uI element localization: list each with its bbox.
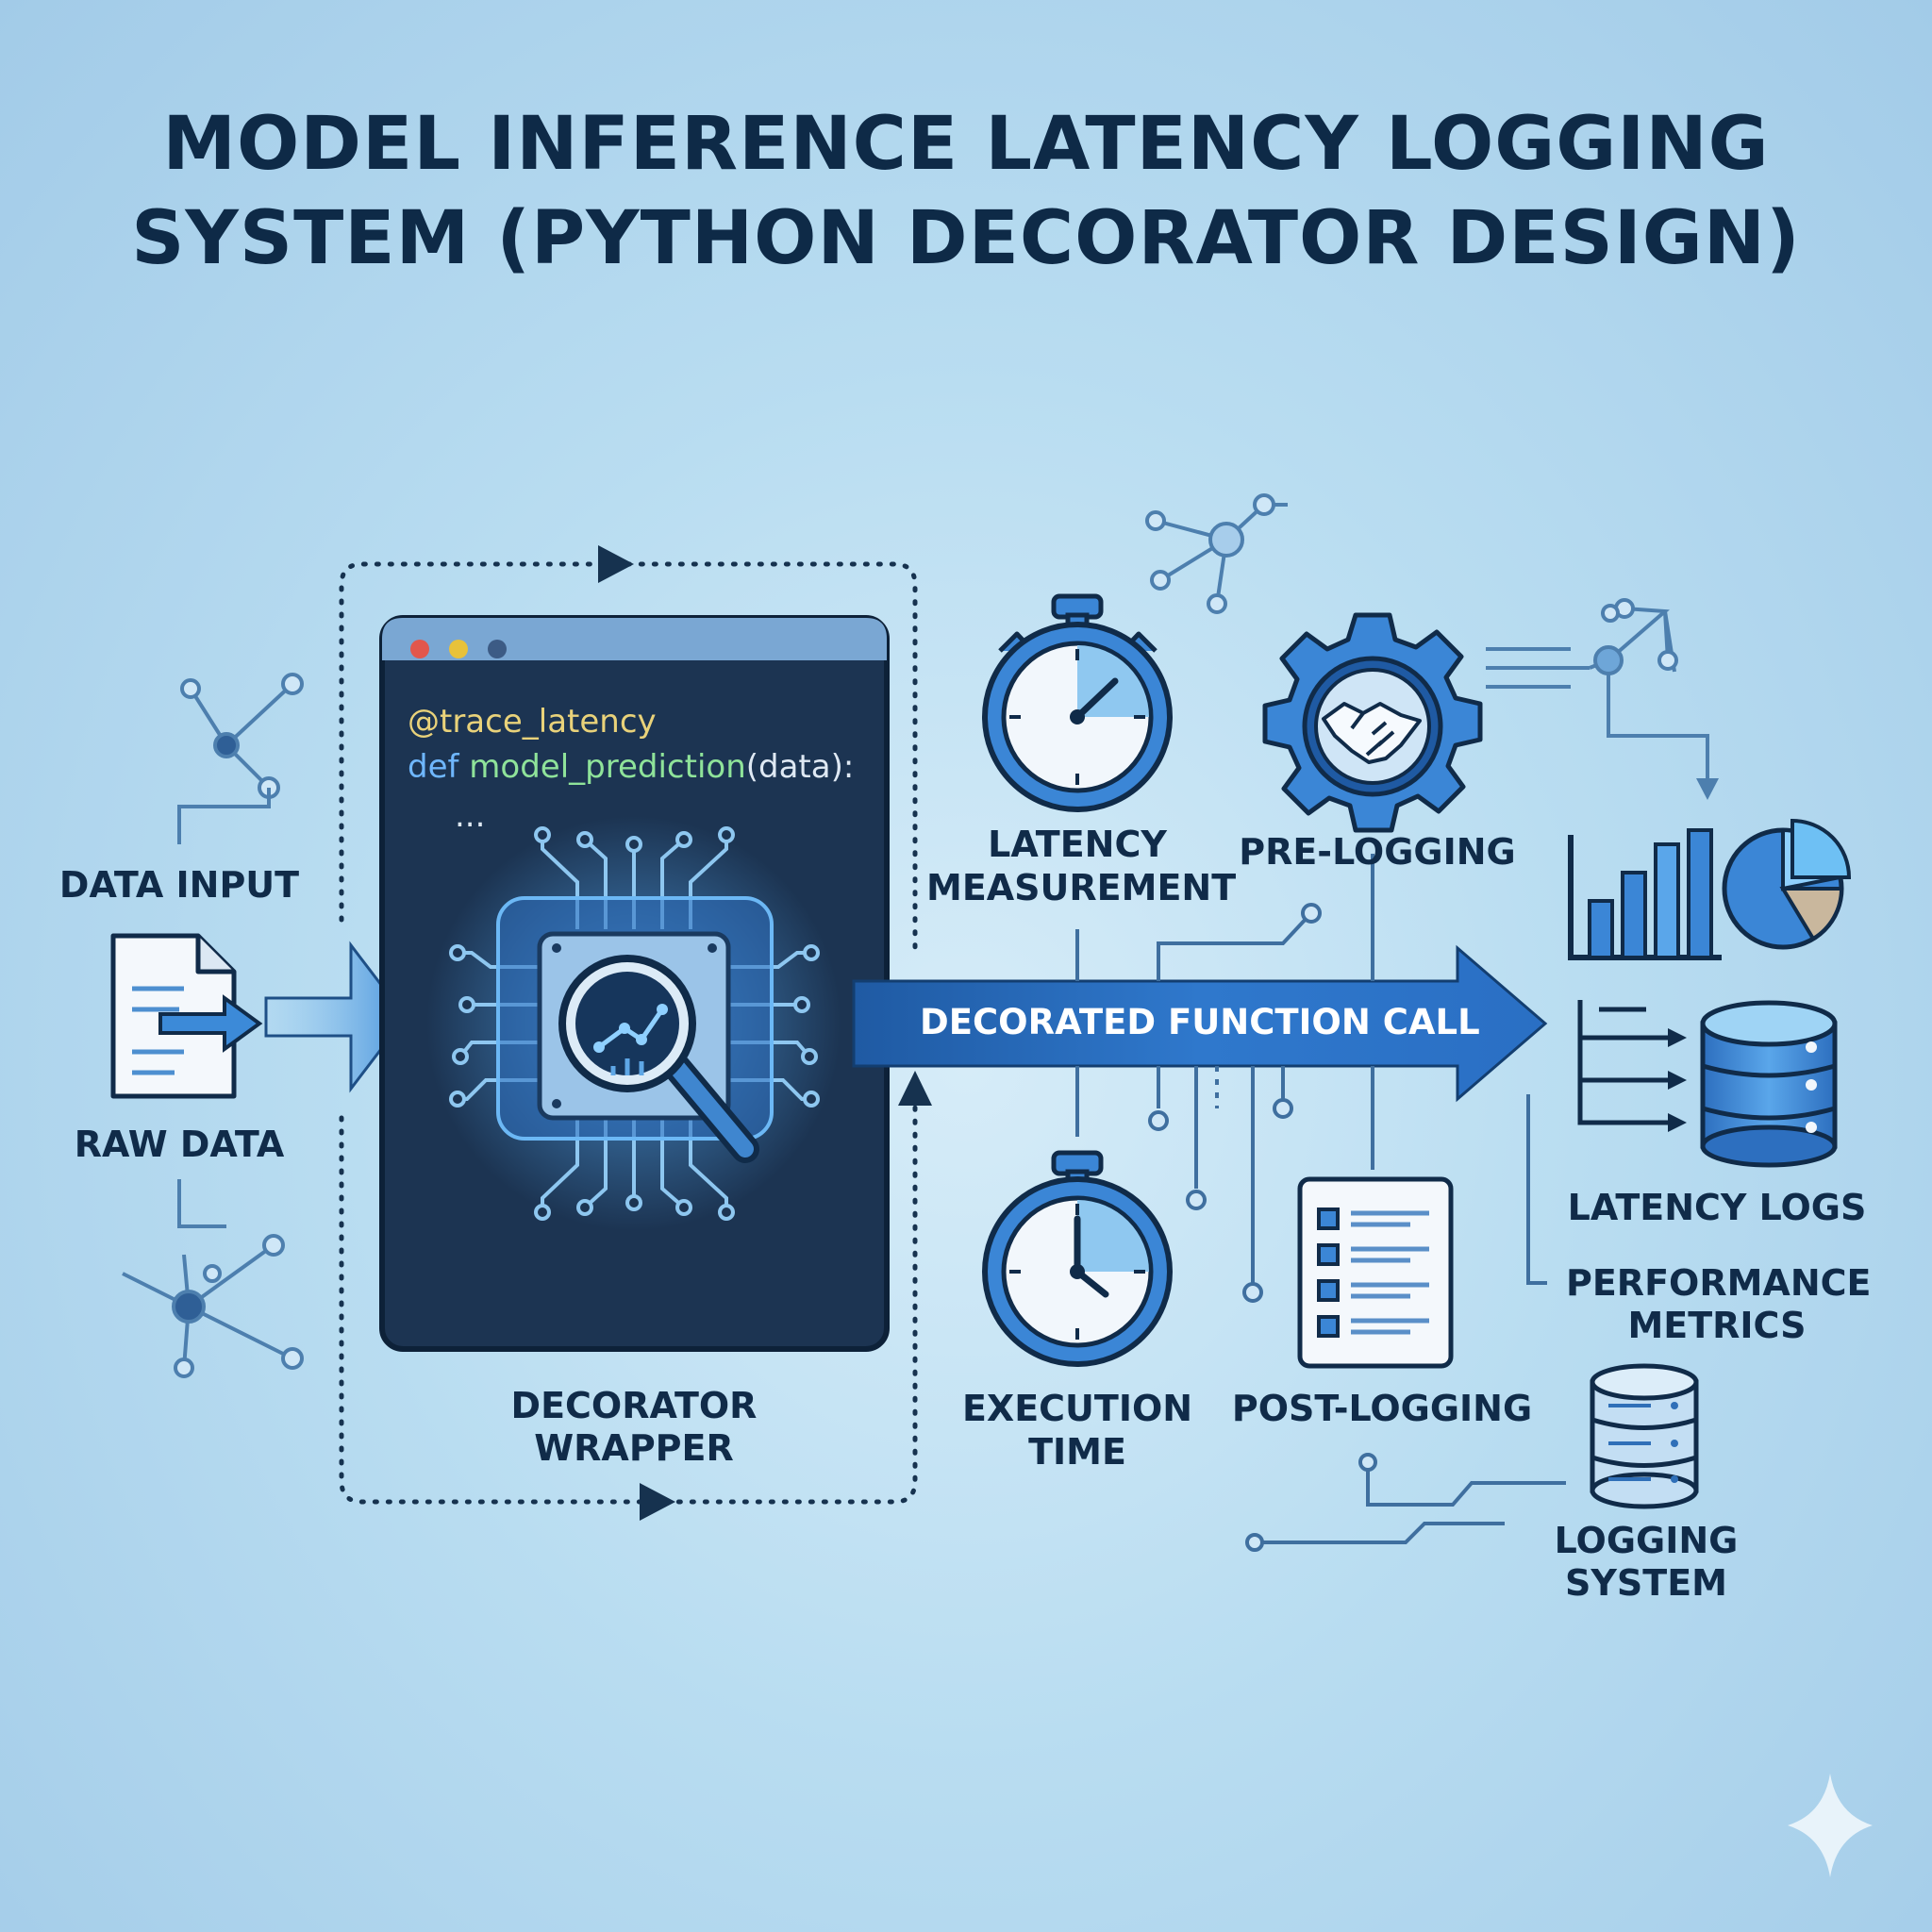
network-icon-left-top — [177, 673, 304, 844]
log-arrows — [1577, 1000, 1670, 1125]
label-decorator-wrapper-1: DECORATOR — [510, 1385, 758, 1426]
loop-arrow-top — [598, 545, 634, 583]
code-ellipsis: ... — [455, 797, 486, 835]
connector-lines-middle — [1075, 854, 1374, 1303]
database-icon — [1700, 1000, 1838, 1168]
connector-bottom — [1245, 1453, 1566, 1552]
input-arrow — [264, 941, 408, 1093]
loop-arrow-bottom — [640, 1483, 675, 1521]
network-icon-left-bottom — [122, 1179, 304, 1378]
label-raw-data: RAW DATA — [74, 1124, 285, 1165]
stopwatch-icon-bottom — [982, 1150, 1173, 1367]
label-decorated-call: DECORATED FUNCTION CALL — [920, 1002, 1480, 1042]
sparkle-icon — [1788, 1774, 1873, 1877]
connector-right — [1526, 1094, 1547, 1285]
code-decorator: @trace_latency — [408, 700, 657, 743]
label-latency-measurement-1: LATENCY — [988, 824, 1167, 865]
log-arrowheads — [1668, 1028, 1687, 1132]
label-data-input: DATA INPUT — [58, 864, 300, 906]
title-line-1: MODEL INFERENCE LATENCY LOGGING — [162, 102, 1770, 187]
title-line-2: SYSTEM (PYTHON DECORATOR DESIGN) — [131, 196, 1801, 281]
bar-chart-icon — [1568, 828, 1722, 960]
decorator-text: @trace_latency — [408, 703, 657, 741]
def-keyword: def — [408, 748, 459, 786]
code-def-line: def model_prediction(data): — [408, 745, 854, 789]
network-icon-top-right — [1486, 598, 1709, 778]
label-pre-logging: PRE-LOGGING — [1239, 831, 1516, 873]
gear-handshake-icon — [1262, 612, 1483, 833]
function-args: (data): — [745, 748, 855, 786]
function-name: model_prediction — [469, 748, 746, 786]
label-latency-logs: LATENCY LOGS — [1567, 1187, 1867, 1228]
decorated-call-arrow — [852, 944, 1548, 1103]
label-latency-measurement-2: MEASUREMENT — [926, 867, 1237, 908]
network-arrow-down — [1696, 778, 1719, 800]
network-icon-top-center — [1145, 493, 1288, 614]
pie-chart-icon — [1722, 818, 1852, 950]
checklist-icon — [1297, 1176, 1454, 1369]
document-icon — [110, 933, 263, 1099]
label-post-logging: POST-LOGGING — [1231, 1388, 1533, 1429]
label-performance-metrics-1: PERFORMANCE — [1566, 1262, 1872, 1304]
stopwatch-icon-top — [982, 593, 1173, 812]
label-logging-system-1: LOGGING — [1554, 1520, 1739, 1561]
server-icon — [1590, 1363, 1699, 1509]
label-execution-time-2: TIME — [1028, 1431, 1126, 1473]
magnifier-icon — [558, 955, 759, 1163]
label-performance-metrics-2: METRICS — [1627, 1305, 1807, 1346]
label-decorator-wrapper-2: WRAPPER — [534, 1427, 734, 1469]
label-execution-time-1: EXECUTION — [961, 1388, 1193, 1429]
label-logging-system-2: SYSTEM — [1565, 1562, 1727, 1604]
loop-arrow-right — [898, 1071, 932, 1106]
